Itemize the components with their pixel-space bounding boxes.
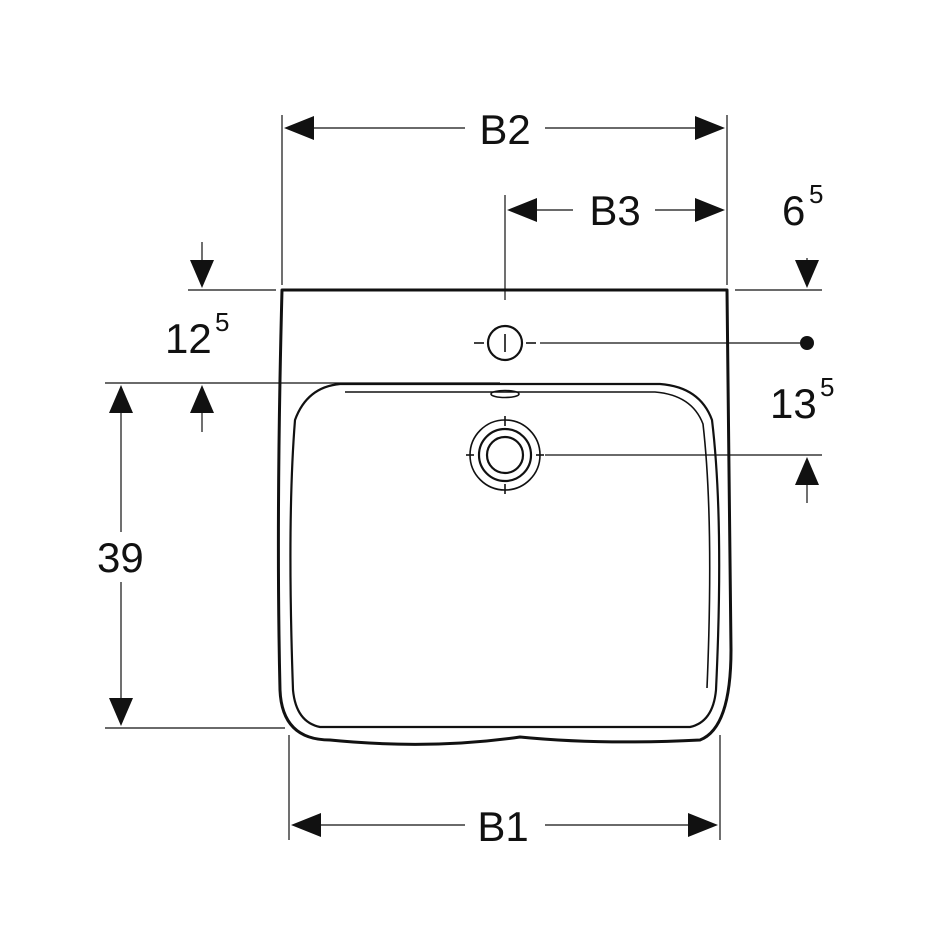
dim-12-5: 12 5 (165, 242, 229, 432)
dim-b1-label: B1 (477, 803, 528, 850)
dim-13-5-main: 13 (770, 380, 817, 427)
dim-b2: B2 (284, 105, 725, 153)
dim-12-5-sup: 5 (215, 307, 229, 337)
basin-outer-outline (276, 288, 733, 746)
dim-b1: B1 (291, 802, 718, 850)
dim-b2-label: B2 (479, 106, 530, 153)
dim-6-5-sup: 5 (809, 179, 823, 209)
dim-6-5-main: 6 (782, 187, 805, 234)
dim-6-5: 6 5 (782, 179, 823, 350)
overflow-slot (490, 389, 520, 399)
basin-bowl-outline (289, 382, 721, 729)
dim-13-5-sup: 5 (820, 372, 834, 402)
drain-outlet (466, 416, 544, 494)
dim-b3: B3 (507, 187, 725, 234)
dim-12-5-main: 12 (165, 315, 212, 362)
extension-lines (105, 115, 822, 840)
dim-13-5: 13 5 (770, 372, 834, 503)
basin-bowl-rim-line (345, 391, 711, 689)
dim-39-label: 39 (97, 534, 144, 581)
dim-39: 39 (96, 385, 156, 726)
tap-hole (474, 324, 536, 362)
dim-b3-label: B3 (589, 187, 640, 234)
